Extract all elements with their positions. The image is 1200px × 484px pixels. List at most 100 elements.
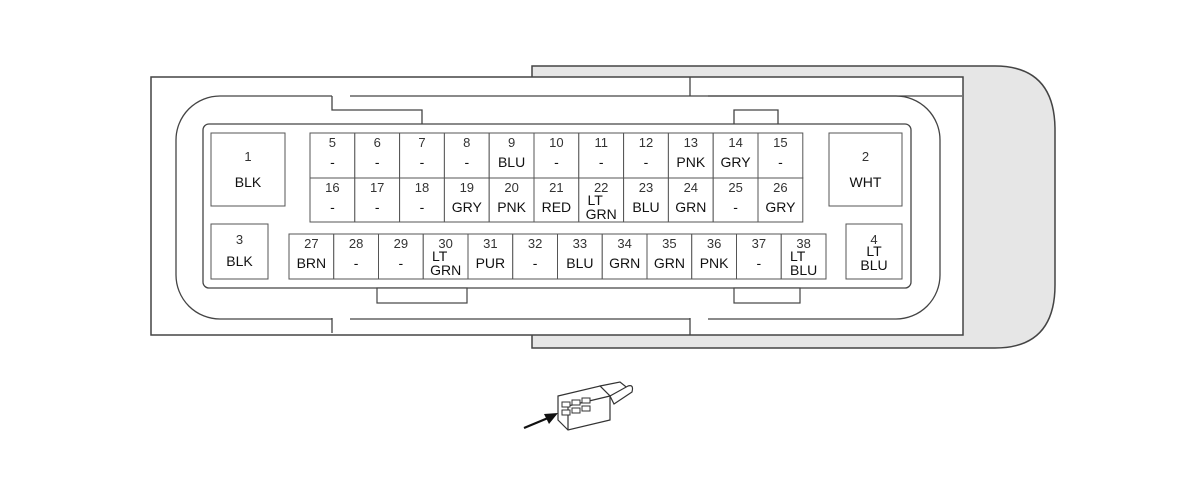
wire-color: BLU <box>860 257 887 273</box>
pin-number: 6 <box>374 135 381 150</box>
wire-color: PNK <box>700 255 729 271</box>
wire-color: WHT <box>850 174 882 190</box>
wire-color: LT <box>866 243 882 259</box>
wire-color: BLU <box>632 199 659 215</box>
wire-color: GRN <box>586 206 617 222</box>
pin-number: 25 <box>728 180 742 195</box>
wire-color: - <box>757 255 762 271</box>
wire-color: - <box>464 154 469 170</box>
pin-number: 2 <box>862 149 869 164</box>
bottom-latch-right <box>733 287 801 304</box>
pin-cell-10: 10- <box>533 132 580 179</box>
pin-number: 8 <box>463 135 470 150</box>
pin-box <box>488 132 535 179</box>
pin-box <box>210 132 286 207</box>
pin-number: 16 <box>325 180 339 195</box>
pin-box <box>309 177 356 223</box>
pin-box <box>757 132 804 179</box>
view-direction-arrow <box>523 413 558 430</box>
pin-number: 34 <box>617 236 631 251</box>
wire-color: GRN <box>430 262 461 278</box>
pin-number: 7 <box>418 135 425 150</box>
pin-box <box>736 233 782 280</box>
pin-cell-5: 5- <box>309 132 356 179</box>
wire-color: - <box>644 154 649 170</box>
wire-color: BLK <box>235 174 262 190</box>
pin-cell-17: 17 - <box>354 177 401 223</box>
wire-color: LT <box>432 248 448 264</box>
wire-color: - <box>399 255 404 271</box>
pin-box <box>712 177 759 223</box>
pin-number: 5 <box>329 135 336 150</box>
pin-grid: 1BLK2WHT3BLK4LTBLU5-16-6-17-7-18-8-19GRY… <box>210 132 903 280</box>
wire-color: - <box>375 199 380 215</box>
pin-number: 27 <box>304 236 318 251</box>
pin-number: 11 <box>594 135 608 150</box>
wire-color: LT <box>790 248 806 264</box>
wire-color: - <box>599 154 604 170</box>
pin-box <box>757 177 804 223</box>
pin-cell-11: 11 - <box>578 132 625 179</box>
wire-color: LT <box>588 192 604 208</box>
pin-cell-15: 15- <box>757 132 804 179</box>
wire-color: - <box>330 199 335 215</box>
wire-color: GRN <box>609 255 640 271</box>
wire-color: BLU <box>566 255 593 271</box>
wire-color: GRY <box>765 199 796 215</box>
pin-cell-16: 16 - <box>309 177 356 223</box>
pin-box <box>378 233 424 280</box>
pin-box <box>422 233 469 280</box>
pin-number: 1 <box>244 149 251 164</box>
pin-number: 31 <box>483 236 497 251</box>
pin-number: 22 <box>594 180 608 195</box>
pin-number: 23 <box>639 180 653 195</box>
pin-box <box>210 223 269 280</box>
wire-color: GRN <box>675 199 706 215</box>
pin-box <box>488 177 535 223</box>
pin-box <box>533 132 580 179</box>
pin-number: 38 <box>796 236 810 251</box>
pin-box <box>557 233 603 280</box>
pin-number: 4 <box>870 232 877 247</box>
wire-color: - <box>420 154 425 170</box>
wire-color: BLK <box>226 253 253 269</box>
pin-number: 29 <box>394 236 408 251</box>
pin-cell-37: 37- <box>736 233 782 280</box>
connector-view-icon <box>557 381 634 431</box>
pin-number: 18 <box>415 180 429 195</box>
wire-color: BLU <box>790 262 817 278</box>
pin-number: 14 <box>728 135 742 150</box>
pin-box <box>309 132 356 179</box>
pin-number: 30 <box>438 236 452 251</box>
pin-cell-29: 29 - <box>378 233 424 280</box>
pin-number: 17 <box>370 180 384 195</box>
wire-color: BLU <box>498 154 525 170</box>
wire-color: PNK <box>676 154 705 170</box>
pin-cell-32: 32- <box>512 233 558 280</box>
pin-box <box>399 177 445 223</box>
pin-number: 26 <box>773 180 787 195</box>
pin-box <box>691 233 737 280</box>
pin-number: 12 <box>639 135 653 150</box>
wire-color: RED <box>542 199 572 215</box>
pin-number: 20 <box>504 180 518 195</box>
pin-cell-6: 6- <box>354 132 401 179</box>
pin-number: 33 <box>573 236 587 251</box>
pin-number: 3 <box>236 232 243 247</box>
pin-cell-8: 8- <box>443 132 490 179</box>
pin-box <box>828 132 903 207</box>
pin-number: 32 <box>528 236 542 251</box>
